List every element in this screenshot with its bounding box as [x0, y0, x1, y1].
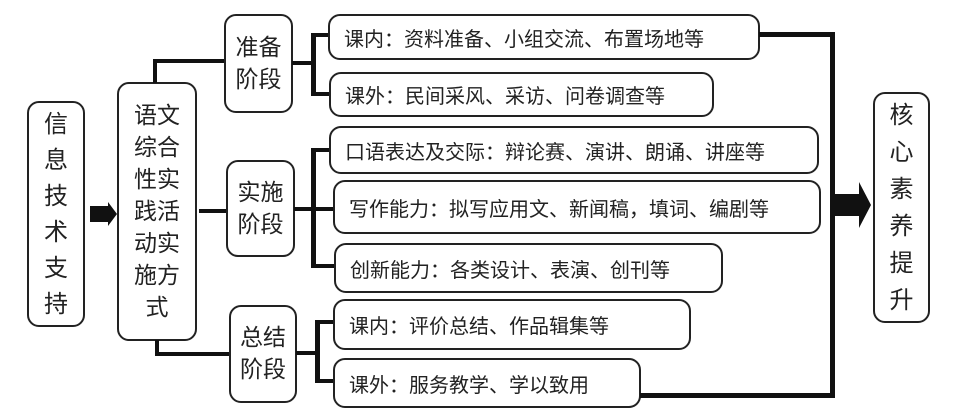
connector-center-to-summary-horizontal	[155, 352, 230, 356]
center-node-activity-methods: 语文综合性实践活动实施方式	[117, 82, 197, 341]
source-node-label: 信息技术支持	[44, 110, 68, 318]
detail-text: 写作能力：拟写应用文、新闻稿，填词、编剧等	[349, 196, 769, 221]
detail-impl-writing: 写作能力：拟写应用文、新闻稿，填词、编剧等	[333, 180, 821, 234]
arrow-to-target	[833, 182, 871, 228]
bracket-summary-spine	[315, 320, 320, 383]
stage-node-preparation: 准备阶段	[224, 14, 293, 113]
connector-center-to-impl	[199, 209, 227, 213]
collector-vertical	[830, 32, 835, 398]
detail-text: 课内：资料准备、小组交流、布置场地等	[344, 26, 704, 51]
detail-text: 口语表达及交际：辩论赛、演讲、朗诵、讲座等	[345, 139, 765, 164]
bracket-summary-stem	[296, 351, 317, 355]
detail-text: 课外：服务教学、学以致用	[349, 372, 589, 397]
detail-prep-in-class: 课内：资料准备、小组交流、布置场地等	[328, 14, 760, 60]
bracket-prep-branch-1	[311, 33, 329, 37]
bracket-impl-spine	[311, 148, 316, 268]
source-node-info-tech-support: 信息技术支持	[27, 101, 85, 327]
connector-center-to-summary-vertical	[155, 340, 159, 356]
bracket-prep-stem	[292, 61, 314, 65]
center-node-label: 语文综合性实践活动实施方式	[134, 102, 180, 321]
stage-node-summary: 总结阶段	[229, 305, 297, 403]
stage-label: 准备阶段	[235, 34, 282, 93]
detail-summary-in-class: 课内：评价总结、作品辑集等	[333, 299, 691, 350]
target-node-label: 核心素养提升	[889, 100, 914, 314]
bracket-impl-branch-1	[311, 148, 330, 152]
detail-text: 课外：民间采风、采访、问卷调查等	[345, 84, 665, 108]
bracket-summary-branch-1	[315, 320, 334, 324]
detail-summary-out-of-class: 课外：服务教学、学以致用	[333, 358, 641, 408]
connector-center-to-prep-horizontal	[153, 59, 225, 63]
target-node-core-literacy: 核心素养提升	[873, 92, 930, 323]
bracket-prep-spine	[311, 33, 316, 96]
collector-top-horizontal	[759, 32, 834, 37]
stage-node-implementation: 实施阶段	[226, 160, 295, 257]
collector-bottom-horizontal	[640, 393, 835, 398]
detail-prep-out-of-class: 课外：民间采风、采访、问卷调查等	[329, 72, 714, 117]
detail-text: 课内：评价总结、作品辑集等	[349, 314, 609, 338]
bracket-summary-branch-2	[315, 379, 334, 383]
stage-label: 实施阶段	[237, 179, 284, 238]
connector-center-to-prep-vertical	[153, 59, 157, 83]
stage-label: 总结阶段	[240, 325, 286, 383]
detail-impl-innovation: 创新能力：各类设计、表演、创刊等	[334, 243, 723, 293]
bracket-prep-branch-2	[311, 92, 330, 96]
arrow-source-to-center	[90, 202, 117, 226]
detail-text: 创新能力：各类设计、表演、创刊等	[350, 257, 670, 282]
bracket-impl-branch-3	[311, 264, 335, 268]
detail-impl-oral: 口语表达及交际：辩论赛、演讲、朗诵、讲座等	[329, 126, 819, 174]
